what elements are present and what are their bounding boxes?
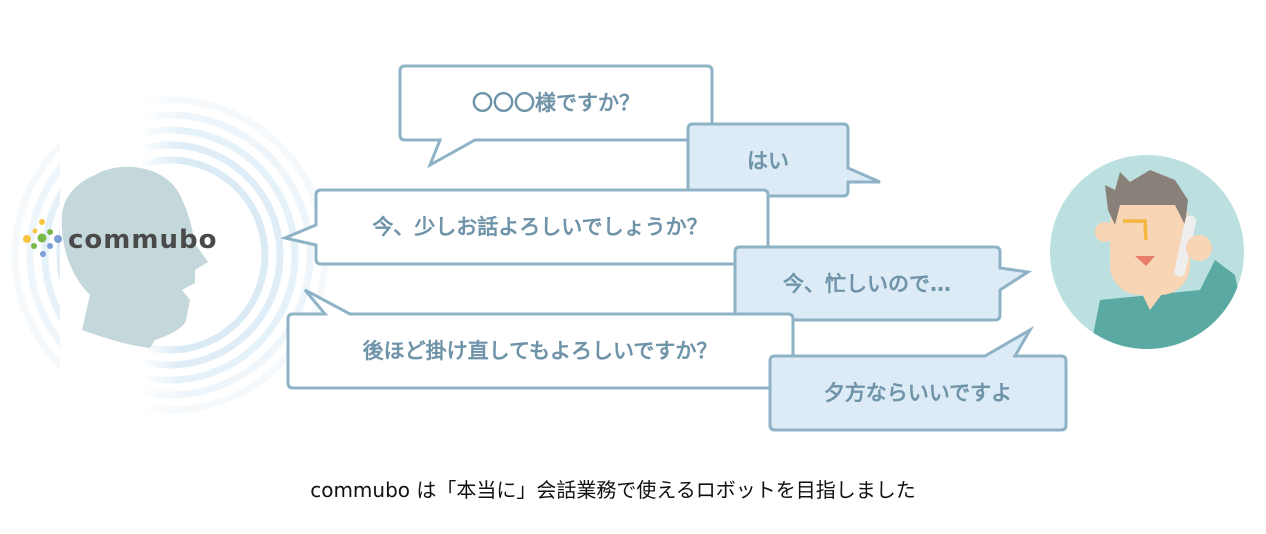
bubble-text: 今、忙しいので…	[783, 272, 951, 296]
human-avatar	[1050, 155, 1244, 349]
caption: commubo は「本当に」会話業務で使えるロボットを目指しました	[310, 478, 916, 502]
bubble-robot-1: 〇〇〇様ですか？	[398, 64, 714, 169]
bubble-text: 夕方ならいいですよ	[824, 381, 1012, 405]
commubo-logo: commubo	[23, 219, 217, 257]
logo-text: commubo	[68, 225, 217, 255]
bubble-robot-2: 今、少しお話よろしいでしょうか？	[280, 188, 770, 266]
bubble-text: 今、少しお話よろしいでしょうか？	[372, 215, 707, 239]
bubble-text: 後ほど掛け直してもよろしいですか？	[363, 339, 718, 363]
bubble-human-3: 夕方ならいいですよ	[768, 325, 1068, 432]
bubble-human-1: はい	[686, 122, 881, 198]
bubble-text: 〇〇〇様ですか？	[472, 91, 640, 115]
bubble-human-2: 今、忙しいので…	[733, 245, 1033, 322]
bubble-text: はい	[747, 149, 789, 173]
robot-head-icon	[61, 166, 208, 348]
bubble-robot-3: 後ほど掛け直してもよろしいですか？	[286, 288, 795, 390]
